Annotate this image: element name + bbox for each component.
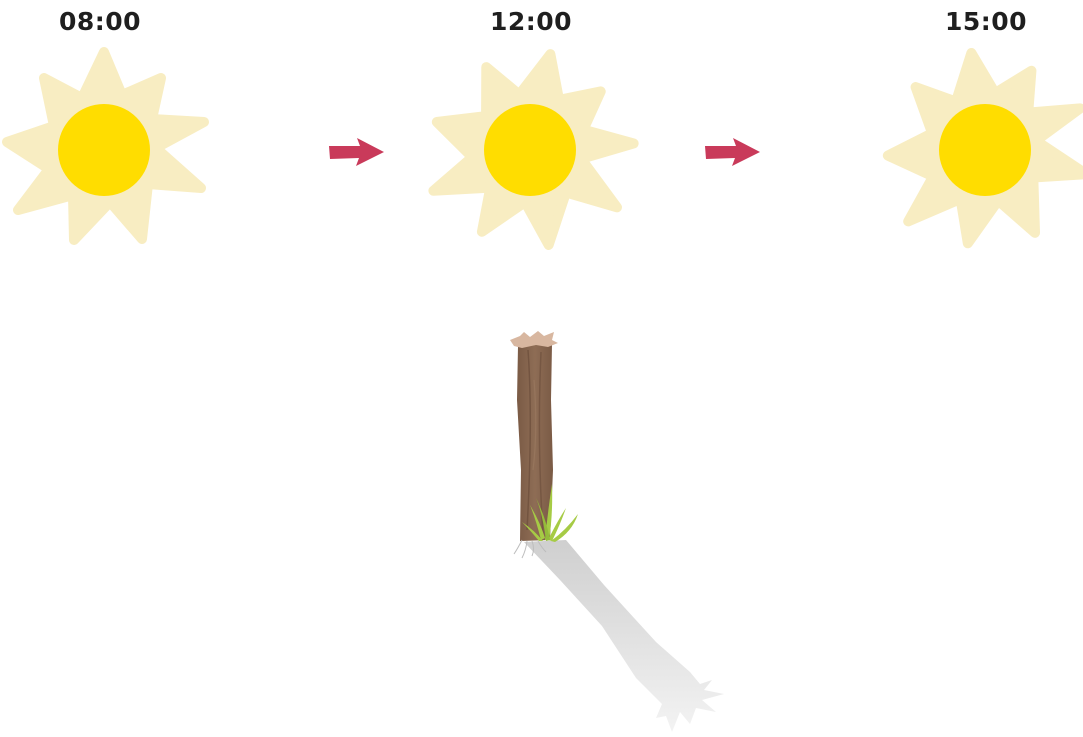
sun-icon-noon [416, 34, 648, 259]
right-arrow-icon-2 [705, 138, 760, 166]
shadow-shape [524, 540, 724, 732]
sun-icon-afternoon [875, 39, 1083, 253]
right-arrow-icon-1 [329, 138, 384, 166]
sun-core [484, 104, 576, 196]
sun-icon-morning [7, 52, 204, 240]
sun-core [939, 104, 1031, 196]
sun-core [58, 104, 150, 196]
